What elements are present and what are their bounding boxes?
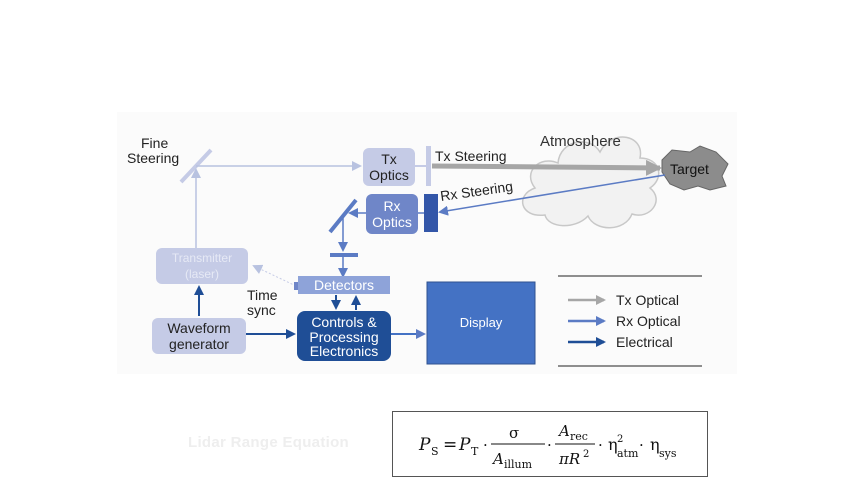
legend-electrical-label: Electrical bbox=[616, 334, 673, 350]
rx-steering-plate bbox=[424, 194, 438, 232]
eq-pi-r: πR bbox=[558, 450, 580, 468]
equation-title: Lidar Range Equation bbox=[188, 434, 350, 451]
eq-a-rec-sub: rec bbox=[570, 430, 588, 443]
eq-pt: P bbox=[458, 435, 471, 455]
eq-a-rec: A bbox=[557, 422, 570, 440]
atmosphere-cloud bbox=[521, 136, 660, 229]
waveform-label-1: Waveform bbox=[167, 320, 230, 336]
eq-eta-atm-square: 2 bbox=[617, 434, 623, 445]
tx-steering-label: Tx Steering bbox=[435, 148, 507, 164]
waveform-label-2: generator bbox=[169, 336, 229, 352]
tx-steering-plate bbox=[426, 146, 431, 186]
eq-ps-sub: S bbox=[431, 445, 439, 458]
time-sync-label-1: Time bbox=[247, 287, 278, 303]
tx-beam bbox=[431, 159, 662, 176]
transmitter-label-2: (laser) bbox=[185, 267, 219, 281]
tx-optics-label-1: Tx bbox=[381, 151, 397, 167]
fine-steering-label-2: Steering bbox=[127, 150, 179, 166]
eq-pt-sub: T bbox=[471, 445, 479, 458]
eq-eta-sys-sub: sys bbox=[659, 447, 677, 460]
legend-tx-label: Tx Optical bbox=[616, 292, 679, 308]
eq-eta-atm-sub: atm bbox=[617, 447, 639, 460]
atmosphere-label: Atmosphere bbox=[540, 133, 621, 150]
detectors-label: Detectors bbox=[314, 277, 374, 293]
rx-optics-label-2: Optics bbox=[372, 214, 412, 230]
eq-a-illum: A bbox=[491, 450, 504, 468]
display-label: Display bbox=[460, 315, 503, 330]
detectors-side-tab bbox=[294, 282, 298, 290]
eq-r-square: 2 bbox=[583, 449, 589, 460]
controls-label-2: Processing bbox=[309, 329, 378, 345]
eq-eta-sys: η bbox=[650, 435, 660, 454]
eq-eta-atm: η bbox=[608, 435, 618, 454]
eq-equals: = bbox=[443, 435, 457, 455]
controls-label-3: Electronics bbox=[310, 343, 378, 359]
legend-rx-label: Rx Optical bbox=[616, 313, 681, 329]
eq-dot-1: · bbox=[483, 436, 488, 454]
tx-optics-label-2: Optics bbox=[369, 167, 409, 183]
controls-label-1: Controls & bbox=[311, 314, 377, 330]
target-rock bbox=[661, 145, 729, 191]
display-box bbox=[426, 281, 536, 365]
waveform-box bbox=[152, 318, 246, 354]
fine-steering-label-1: Fine bbox=[141, 135, 168, 151]
time-sync-label-2: sync bbox=[247, 302, 276, 318]
eq-dot-2: · bbox=[547, 436, 552, 454]
equation-box: P S = P T · σ A illum · A rec πR 2 · η 2… bbox=[392, 411, 708, 477]
transmitter-label-1: Transmitter bbox=[172, 251, 232, 265]
eq-sigma: σ bbox=[509, 424, 519, 442]
tx-optics-box bbox=[363, 148, 415, 186]
rx-optics-box bbox=[366, 194, 418, 234]
controls-box bbox=[297, 311, 391, 361]
detectors-box bbox=[298, 276, 390, 294]
rx-optics-label-1: Rx bbox=[383, 198, 400, 214]
lidar-range-equation: P S = P T · σ A illum · A rec πR 2 · η 2… bbox=[418, 422, 677, 471]
eq-ps: P bbox=[418, 435, 431, 455]
detector-lens bbox=[330, 253, 358, 257]
eq-dot-3: · bbox=[598, 436, 603, 454]
target-label: Target bbox=[670, 161, 709, 177]
eq-a-illum-sub: illum bbox=[504, 458, 533, 471]
transmitter-box bbox=[156, 248, 248, 284]
eq-dot-4: · bbox=[639, 436, 644, 454]
rx-beam bbox=[438, 174, 666, 216]
legend: Tx Optical Rx Optical Electrical bbox=[558, 275, 702, 367]
